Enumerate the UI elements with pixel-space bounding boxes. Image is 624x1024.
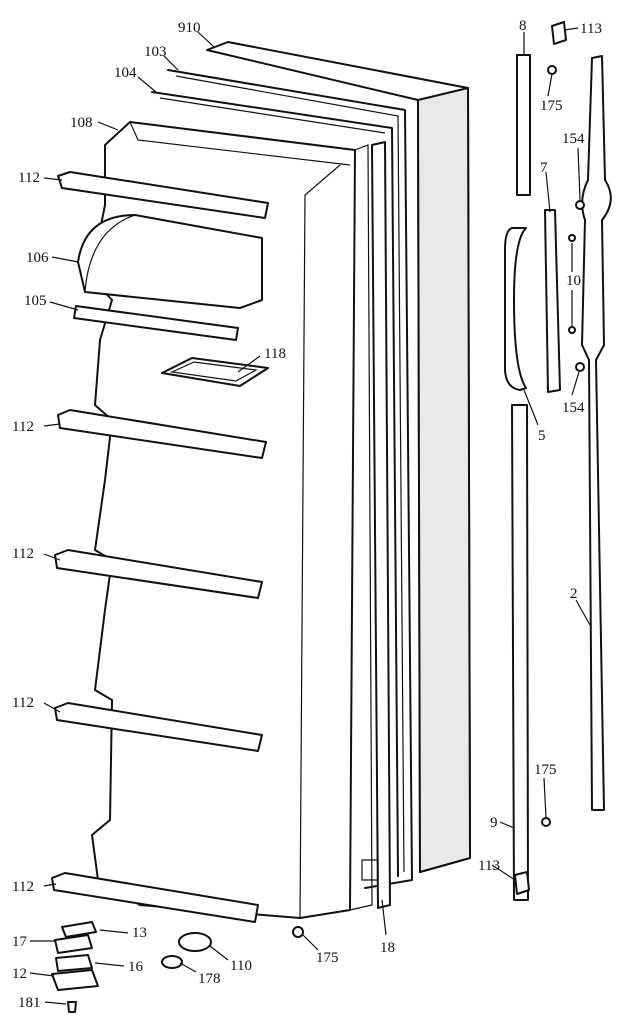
- label-175-right: 175: [534, 762, 557, 778]
- label-12: 12: [12, 966, 27, 982]
- butter-tray: [161, 357, 269, 387]
- label-110: 110: [230, 958, 252, 974]
- label-8: 8: [519, 18, 527, 34]
- label-112-second: 112: [12, 419, 34, 435]
- handle-grip: [504, 209, 561, 393]
- label-154-top: 154: [562, 131, 585, 147]
- label-104: 104: [114, 65, 137, 81]
- label-5: 5: [538, 428, 546, 444]
- dairy-retainer-bar: [73, 305, 239, 341]
- door-shelf-5: [51, 872, 259, 923]
- label-175-bottom: 175: [316, 950, 339, 966]
- label-10: 10: [566, 273, 581, 289]
- label-118: 118: [264, 346, 286, 362]
- label-106: 106: [26, 250, 49, 266]
- small-hardware-parts: [51, 921, 304, 1013]
- handle-lower-bar: [511, 404, 529, 901]
- label-154-bottom: 154: [562, 400, 585, 416]
- part-labels: 910 103 104 108 112 106 105 118 112 112 …: [12, 18, 602, 1011]
- label-9: 9: [490, 815, 498, 831]
- label-112-fifth: 112: [12, 879, 34, 895]
- label-113-top: 113: [580, 21, 602, 37]
- door-shelf-1: [57, 171, 269, 219]
- door-shelf-4: [54, 702, 263, 752]
- label-16: 16: [128, 959, 144, 975]
- door-shelf-3: [54, 549, 263, 599]
- label-7: 7: [540, 160, 548, 176]
- label-113-bottom: 113: [478, 858, 500, 874]
- door-shelf-2: [57, 409, 267, 459]
- label-2: 2: [570, 586, 578, 602]
- handle-trim-strip: [581, 55, 612, 811]
- label-13: 13: [132, 925, 147, 941]
- label-181: 181: [18, 995, 41, 1011]
- handle-upper-bar: [516, 54, 531, 196]
- handle-end-caps-and-screws: [514, 21, 585, 895]
- label-105: 105: [24, 293, 47, 309]
- hinge-strip: [361, 141, 391, 909]
- label-103: 103: [144, 44, 167, 60]
- dairy-compartment-cover: [77, 214, 263, 309]
- label-17: 17: [12, 934, 28, 950]
- label-112-first: 112: [18, 170, 40, 186]
- outer-door-panel: [206, 41, 471, 873]
- label-108: 108: [70, 115, 93, 131]
- label-910: 910: [178, 20, 201, 36]
- label-178: 178: [198, 971, 221, 987]
- label-112-fourth: 112: [12, 695, 34, 711]
- leader-lines: [29, 27, 591, 1005]
- label-112-third: 112: [12, 546, 34, 562]
- label-175-top: 175: [540, 98, 563, 114]
- label-18: 18: [380, 940, 395, 956]
